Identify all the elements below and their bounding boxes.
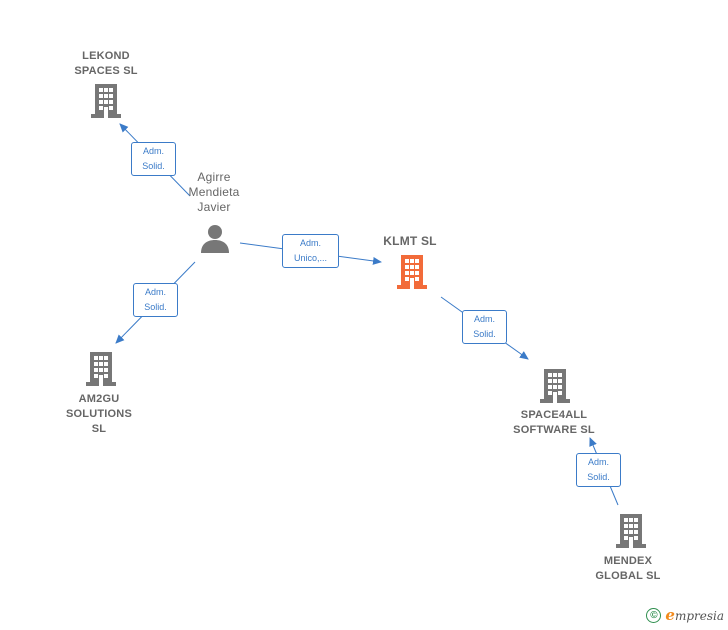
label-line: SPACES SL <box>74 65 138 77</box>
edge-label-agirre-lekond[interactable]: Adm. Solid. <box>131 142 176 176</box>
edge-label-line: Solid. <box>144 302 167 312</box>
label-line: KLMT SL <box>383 234 437 248</box>
edge-label-line: Adm. <box>587 457 609 467</box>
edge-label-line: Solid. <box>473 329 496 339</box>
edge-label-agirre-am2gu[interactable]: Adm. Solid. <box>133 283 178 317</box>
label-line: LEKOND <box>82 50 130 62</box>
edge-label-line: Solid. <box>587 472 610 482</box>
label-line: SOLUTIONS <box>66 408 132 420</box>
brand-rest: mpresia <box>674 609 724 623</box>
edge-label-line: Solid. <box>142 161 165 171</box>
brand-initial: e <box>665 606 675 624</box>
label-line: SL <box>91 423 107 435</box>
building-icon[interactable] <box>86 352 116 386</box>
node-label-agirre[interactable]: Agirre Mendieta Javier <box>172 170 256 215</box>
label-line: SOFTWARE SL <box>513 424 595 436</box>
node-label-am2gu[interactable]: AM2GU SOLUTIONS SL <box>49 392 149 437</box>
building-icon[interactable] <box>91 84 121 118</box>
brand-logo[interactable]: empresia <box>665 606 724 624</box>
label-line: AM2GU <box>78 393 120 405</box>
label-line: Mendieta <box>188 185 240 199</box>
node-label-mendex[interactable]: MENDEX GLOBAL SL <box>578 554 678 584</box>
edge-label-mendex-space4all[interactable]: Adm. Solid. <box>576 453 621 487</box>
copyright-icon: © <box>646 607 662 623</box>
node-label-lekond[interactable]: LEKOND SPACES SL <box>46 49 166 79</box>
edge-label-klmt-space4all[interactable]: Adm. Solid. <box>462 310 507 344</box>
edge-label-agirre-klmt[interactable]: Adm. Unico,... <box>282 234 339 268</box>
person-icon[interactable] <box>201 225 229 253</box>
edge-label-line: Adm. <box>299 238 321 248</box>
edge-label-line: Adm. <box>142 146 164 156</box>
node-label-space4all[interactable]: SPACE4ALL SOFTWARE SL <box>494 408 614 438</box>
edge-label-line: Unico,... <box>293 253 327 263</box>
label-line: Javier <box>197 200 231 214</box>
label-line: GLOBAL SL <box>595 570 661 582</box>
footer-brand: © empresia <box>646 606 724 624</box>
building-main-icon[interactable] <box>397 255 427 289</box>
edge-label-line: Adm. <box>144 287 166 297</box>
label-line: Agirre <box>197 170 231 184</box>
building-icon[interactable] <box>616 514 646 548</box>
edge-label-line: Adm. <box>473 314 495 324</box>
building-icon[interactable] <box>540 369 570 403</box>
node-label-klmt[interactable]: KLMT SL <box>360 234 460 249</box>
label-line: MENDEX <box>603 555 653 567</box>
label-line: SPACE4ALL <box>520 409 588 421</box>
